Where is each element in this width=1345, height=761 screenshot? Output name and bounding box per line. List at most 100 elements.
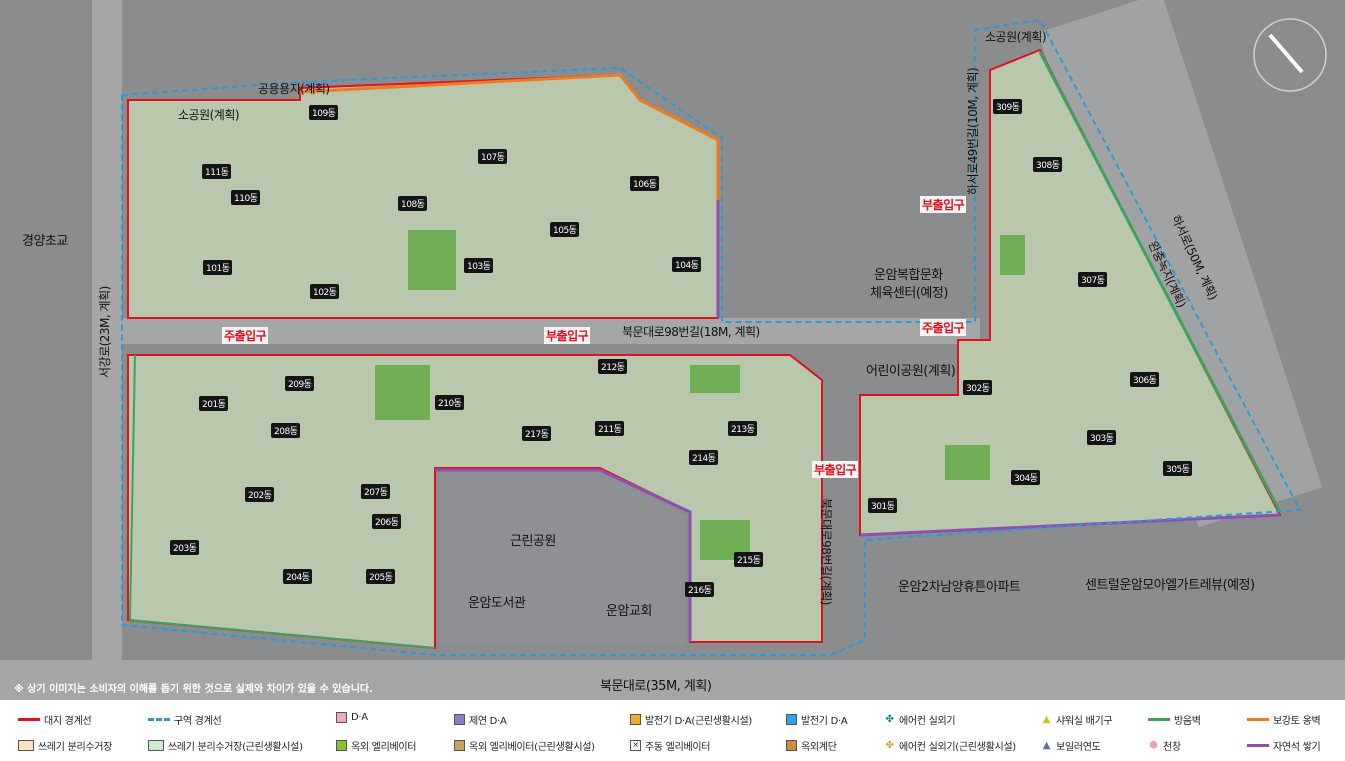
legend-trash-retail: 쓰레기 분리수거장(근린생활시설) — [148, 738, 303, 753]
legend-site-boundary: 대지 경계선 — [18, 712, 92, 727]
building-tag-213: 213동 — [728, 421, 758, 436]
building-tag-214: 214동 — [689, 450, 719, 465]
entrance-sub-2: 부출입구 — [920, 196, 967, 213]
building-tag-305: 305동 — [1163, 461, 1193, 476]
label-haseo-49: 하서로49번길(10M, 계획) — [966, 67, 980, 195]
building-tag-108: 108동 — [398, 196, 428, 211]
purple-box-icon — [454, 714, 465, 725]
elevator-x-icon: × — [630, 740, 641, 751]
building-tag-211: 211동 — [595, 421, 625, 436]
label-central-apartment: 센트럴운암모아엘가트레뷰(예정) — [1085, 578, 1255, 593]
pink-box-icon — [336, 712, 347, 723]
elevator-icon — [336, 740, 347, 751]
building-tag-304: 304동 — [1011, 470, 1041, 485]
label-unam-library: 운암도서관 — [468, 596, 526, 611]
purple-line-icon — [1247, 744, 1269, 747]
label-unam2-apartment: 운암2차남양휴튼아파트 — [898, 580, 1021, 595]
blue-dash-icon — [148, 718, 170, 721]
fan-retail-icon: ✤ — [885, 740, 894, 751]
triangle-icon: ▲ — [1042, 714, 1051, 725]
stairs-icon — [786, 740, 797, 751]
hexagon-icon: ⬢ — [1149, 740, 1158, 751]
building-tag-107: 107동 — [478, 149, 508, 164]
label-children-park: 어린이공원(계획) — [866, 364, 956, 379]
label-bukmun-road: 북문대로(35M, 계획) — [600, 679, 712, 694]
label-bukmun-98: 북문대로98번길(18M, 계획) — [622, 325, 760, 339]
building-tag-208: 208동 — [271, 423, 301, 438]
building-tag-110: 110동 — [231, 190, 261, 205]
building-tag-209: 209동 — [285, 376, 315, 391]
building-tag-215: 215동 — [734, 552, 764, 567]
building-tag-206: 206동 — [372, 514, 402, 529]
legend-generator-da: 발전기 D·A — [786, 712, 848, 727]
entrance-main-2: 주출입구 — [920, 319, 967, 336]
label-small-park-right: 소공원(계획) — [985, 30, 1047, 44]
building-tag-202: 202동 — [245, 487, 275, 502]
building-tag-109: 109동 — [309, 105, 339, 120]
building-tag-201: 201동 — [199, 396, 229, 411]
legend-generator-da-retail: 발전기 D·A(근린생활시설) — [630, 712, 752, 727]
entrance-sub-3: 부출입구 — [812, 461, 859, 478]
building-tag-102: 102동 — [310, 284, 340, 299]
building-tag-210: 210동 — [435, 395, 465, 410]
legend-sound-wall: 방음벽 — [1148, 712, 1201, 727]
site-plan-graphic — [0, 0, 1345, 700]
label-unam-culture-1: 운암복합문화 — [874, 268, 943, 283]
legend-smoke-da: 제연 D·A — [454, 712, 507, 727]
map-legend: 대지 경계선 구역 경계선 D·A 제연 D·A 발전기 D·A(근린생활시설)… — [0, 700, 1345, 761]
orange-box-icon — [630, 714, 641, 725]
building-tag-306: 306동 — [1130, 372, 1160, 387]
label-gyeongyang-school: 경양초교 — [22, 234, 68, 249]
legend-district-boundary: 구역 경계선 — [148, 712, 222, 727]
building-tag-207: 207동 — [361, 484, 391, 499]
entrance-sub-1: 부출입구 — [544, 327, 591, 344]
building-tag-105: 105동 — [550, 222, 580, 237]
blue-box-icon — [786, 714, 797, 725]
building-tag-103: 103동 — [464, 258, 494, 273]
building-tag-307: 307동 — [1078, 272, 1108, 287]
trash-area-icon — [18, 740, 34, 751]
building-tag-106: 106동 — [630, 176, 660, 191]
building-tag-104: 104동 — [672, 257, 702, 272]
building-tag-204: 204동 — [283, 569, 313, 584]
disclaimer-note: ※ 상기 이미지는 소비자의 이해를 돕기 위한 것으로 실제와 차이가 있을 … — [14, 684, 373, 695]
legend-retaining-wall: 보강토 옹벽 — [1247, 712, 1321, 727]
green-line-icon — [1148, 718, 1170, 721]
building-tag-302: 302동 — [963, 380, 993, 395]
building-tag-309: 309동 — [993, 99, 1023, 114]
legend-shower-vent: ▲샤워실 배기구 — [1042, 714, 1113, 727]
label-public-site: 공용용지(계획) — [258, 82, 330, 96]
label-unam-church: 운암교회 — [606, 604, 652, 619]
legend-outdoor-elevator-retail: 옥외 엘리베이터(근린생활시설) — [454, 738, 595, 753]
legend-ac-outdoor: ✤에어컨 실외기 — [885, 714, 956, 727]
building-tag-301: 301동 — [868, 498, 898, 513]
building-tag-216: 216동 — [685, 582, 715, 597]
label-bukmun-98-2: 북문대로98번길(계획) — [819, 498, 833, 605]
building-tag-303: 303동 — [1087, 430, 1117, 445]
entrance-main-1: 주출입구 — [222, 327, 269, 344]
red-line-icon — [18, 718, 40, 721]
trash-area-retail-icon — [148, 740, 164, 751]
legend-outdoor-elevator: 옥외 엘리베이터 — [336, 738, 416, 753]
label-unam-culture-2: 체육센터(예정) — [870, 286, 948, 301]
legend-main-elevator: ×주동 엘리베이터 — [630, 738, 710, 753]
building-tag-203: 203동 — [170, 540, 200, 555]
legend-da: D·A — [336, 712, 368, 723]
legend-skylight: ⬢천창 — [1149, 740, 1181, 753]
orange-line-icon — [1247, 718, 1269, 721]
elevator-retail-icon — [454, 740, 465, 751]
building-tag-308: 308동 — [1033, 157, 1063, 172]
boiler-triangle-icon: ▲ — [1042, 740, 1051, 751]
label-neighborhood-park: 근린공원 — [510, 534, 556, 549]
legend-trash: 쓰레기 분리수거장 — [18, 738, 112, 753]
site-plan-map: 공용용지(계획) 소공원(계획) 소공원(계획) 경양초교 서강로(23M, 계… — [0, 0, 1345, 700]
fan-icon: ✤ — [885, 714, 894, 725]
building-tag-205: 205동 — [366, 569, 396, 584]
building-tag-212: 212동 — [598, 359, 628, 374]
building-tag-101: 101동 — [203, 260, 233, 275]
legend-natural-stone: 자연석 쌓기 — [1247, 738, 1321, 753]
building-tag-217: 217동 — [522, 426, 552, 441]
legend-outdoor-stairs: 옥외계단 — [786, 738, 837, 753]
legend-ac-outdoor-retail: ✤에어컨 실외기(근린생활시설) — [885, 740, 1016, 753]
label-seogang-road: 서강로(23M, 계획) — [98, 286, 112, 378]
